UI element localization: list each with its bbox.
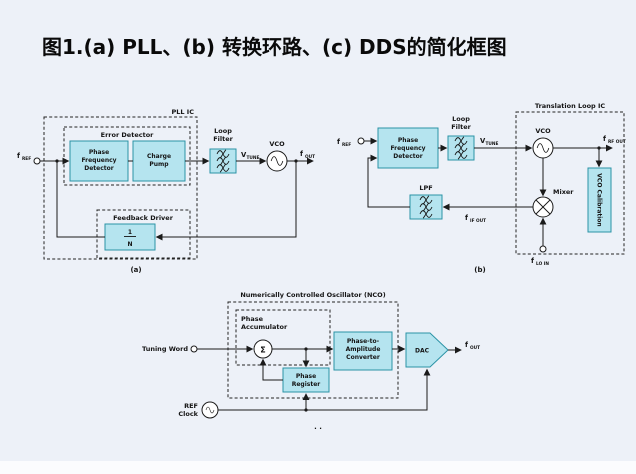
phase-to-amplitude-block (333, 331, 393, 371)
f-rf-out-base: f (603, 135, 607, 143)
loop-filter-b-label2: Filter (451, 123, 471, 131)
divider-num: 1 (128, 229, 132, 236)
f-if-out-sub: IF OUT (470, 218, 486, 224)
dds-wires (197, 345, 462, 412)
f-rf-out-sub: RF OUT (608, 139, 626, 145)
nco-box (227, 301, 399, 399)
f-out-base: f (300, 150, 304, 158)
v-tune-sub: TUNE (486, 141, 499, 147)
pll-ic-box (43, 116, 198, 260)
phase-register-block (282, 367, 330, 393)
tuning-word-terminal (190, 345, 198, 353)
translation-wires (364, 137, 613, 246)
loop-filter-label1: Loop (214, 127, 232, 135)
pfd-b-line1: Phase (398, 137, 418, 144)
f-ref-base: f (17, 152, 21, 160)
loop-filter-label2: Filter (213, 135, 233, 143)
translation-ic-label: Translation Loop IC (535, 102, 606, 110)
f-out-base: f (465, 341, 469, 349)
f-out-sub: OUT (470, 345, 480, 351)
nco-label: Numerically Controlled Oscillator (NCO) (240, 291, 385, 299)
phase-register-line1: Phase (296, 373, 316, 380)
v-tune-sub: TUNE (247, 155, 260, 161)
phase-accumulator-label2: Accumulator (241, 323, 288, 331)
divider-den: N (127, 241, 132, 248)
v-tune-label-b: V TUNE (480, 137, 499, 147)
dac-block (405, 332, 449, 368)
mixer-label: Mixer (553, 188, 574, 196)
phase-accumulator-box (235, 309, 331, 366)
pll-ic-label: PLL IC (172, 108, 195, 116)
pac-line3: Converter (346, 354, 380, 361)
pfd-line3: Detector (84, 165, 114, 172)
pfd-b-line2: Frequency (390, 145, 425, 152)
vco-calibration-block (587, 167, 612, 233)
mixer-x-icon (535, 199, 551, 215)
caption-b: (b) (474, 266, 485, 274)
f-rf-out-label: f RF OUT (603, 135, 626, 145)
error-detector-box (63, 126, 191, 186)
f-if-out-label: f IF OUT (465, 214, 486, 224)
f-lo-in-terminal (539, 245, 547, 253)
pll-diagram: PLL IC f REF Error Detector Phase Freque… (17, 108, 315, 274)
loop-filter-b-label1: Loop (452, 115, 470, 123)
pll-wires (40, 157, 314, 241)
pfd-line2: Frequency (81, 157, 116, 164)
f-lo-in-sub: LO IN (536, 261, 549, 267)
pfd-line1: Phase (89, 149, 109, 156)
f-out-label: f OUT (300, 150, 315, 160)
pac-line2: Amplitude (346, 346, 381, 353)
dds-diagram: Numerically Controlled Oscillator (NCO) … (142, 291, 480, 431)
vco-b-label: VCO (535, 127, 551, 135)
f-ref-terminal (33, 157, 41, 165)
f-if-out-base: f (465, 214, 469, 222)
f-ref-label-b: f REF (337, 138, 351, 148)
charge-pump-line2: Pump (149, 161, 169, 168)
pac-line1: Phase-to- (347, 338, 380, 345)
v-tune-base: V (241, 151, 247, 159)
v-tune-label: V TUNE (241, 151, 260, 161)
translation-loop-diagram: f REF Phase Frequency Detector Loop Filt… (337, 102, 626, 274)
f-out-label-c: f OUT (465, 341, 480, 351)
pfd-b-line3: Detector (393, 153, 423, 160)
dac-label: DAC (415, 348, 430, 355)
f-ref-terminal-b (357, 137, 365, 145)
phase-register-line2: Register (292, 381, 321, 388)
f-lo-in-base: f (531, 257, 535, 265)
f-ref-sub: REF (342, 142, 351, 148)
f-out-sub: OUT (305, 154, 315, 160)
translation-ic-box (515, 111, 625, 255)
charge-pump-block (132, 140, 186, 182)
phase-accumulator-label1: Phase (241, 315, 264, 323)
charge-pump-line1: Charge (147, 153, 171, 160)
f-ref-label: f REF (17, 152, 31, 162)
figure-title: 图1.(a) PLL、(b) 转换环路、(c) DDS的简化框图 (42, 35, 507, 59)
ref-clock-label2: Clock (178, 410, 198, 418)
ref-clock-label1: REF (184, 402, 198, 410)
f-ref-base: f (337, 138, 341, 146)
lpf-label: LPF (419, 184, 432, 192)
bottom-margin (0, 461, 636, 474)
f-lo-in-label: f LO IN (531, 257, 549, 267)
v-tune-base: V (480, 137, 486, 145)
feedback-driver-box (96, 209, 191, 259)
error-detector-label: Error Detector (101, 131, 155, 139)
vco-label: VCO (269, 140, 285, 148)
caption-c: . . (314, 423, 322, 431)
tuning-word-label: Tuning Word (142, 345, 188, 353)
feedback-driver-label: Feedback Driver (113, 214, 174, 222)
caption-a: (a) (130, 266, 141, 274)
sigma-symbol: Σ (260, 346, 265, 355)
f-ref-sub: REF (22, 156, 31, 162)
vco-calibration-label: VCO Calibration (596, 173, 603, 226)
